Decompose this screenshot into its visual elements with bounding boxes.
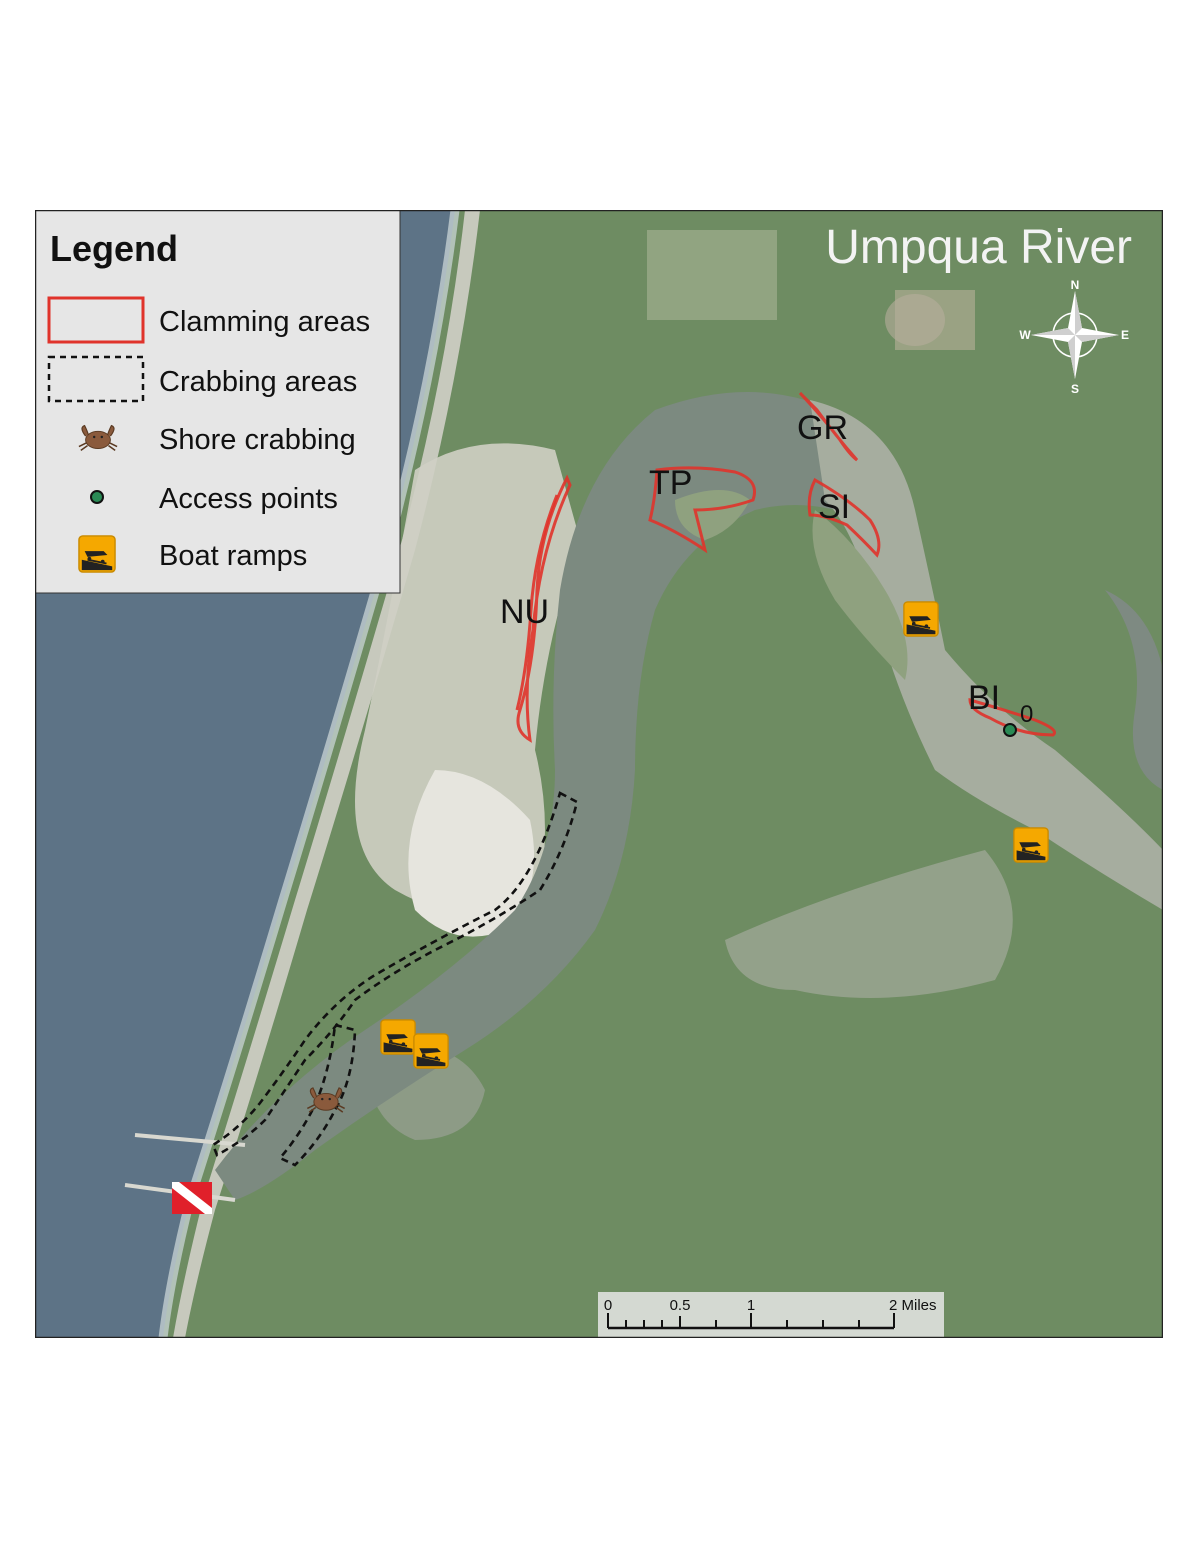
- compass-north: N: [1071, 278, 1080, 292]
- legend-access-point-icon: [90, 490, 104, 504]
- scale-tick-0-5: 0.5: [670, 1297, 691, 1314]
- scale-tick-1: 1: [747, 1297, 755, 1314]
- legend-title: Legend: [50, 228, 178, 269]
- area-label-tp: TP: [649, 464, 692, 502]
- clamming-area-gr: [798, 391, 859, 462]
- island: [675, 490, 750, 540]
- sand-spit: [408, 770, 535, 937]
- dive-flag-icon: [172, 1182, 212, 1214]
- map-title: Umpqua River: [825, 221, 1132, 274]
- legend: Legend Clamming areas Crabbing areas Sho…: [35, 210, 401, 594]
- area-label-gr: GR: [797, 409, 848, 447]
- compass-west: W: [1019, 328, 1031, 342]
- field-patch: [885, 294, 945, 346]
- legend-clamming-label: Clamming areas: [159, 306, 370, 338]
- dunes: [355, 443, 580, 917]
- clamming-area-tp: [648, 466, 756, 554]
- scale-tick-0: 0: [604, 1297, 612, 1314]
- legend-panel: [35, 210, 401, 594]
- crabbing-area-harbor: [277, 1023, 357, 1167]
- map-frame: [35, 210, 1163, 1338]
- legend-crabbing-label: Crabbing areas: [159, 366, 357, 398]
- umpqua-river-map: NU TP GR SI BI 0 Umpqua River N S E W Le…: [35, 210, 1163, 1338]
- scale-tick-2-miles: 2 Miles: [889, 1297, 937, 1314]
- river-channel: [810, 400, 1163, 910]
- compass-east: E: [1121, 328, 1129, 342]
- access-point-icon: [1003, 723, 1017, 737]
- legend-shore-crabbing-label: Shore crabbing: [159, 424, 356, 456]
- clamming-area-bi: [968, 698, 1056, 737]
- crabbing-areas: [211, 791, 579, 1167]
- scale-bar: 0 0.5 1 2 Miles: [598, 1292, 944, 1338]
- access-point-label: 0: [1020, 701, 1033, 728]
- clamming-areas: [515, 391, 1056, 743]
- legend-clamming-symbol: [47, 296, 145, 344]
- boat-ramp-icon: [413, 1033, 449, 1069]
- legend-boat-ramp-icon: [78, 535, 116, 573]
- estuary: [215, 392, 861, 1200]
- clamming-area-nu: [516, 474, 572, 743]
- river-upper: [1105, 590, 1163, 790]
- north-jetty: [134, 1133, 246, 1147]
- field-patch: [647, 230, 777, 320]
- boat-ramp-icon: [903, 601, 939, 637]
- town-area: [725, 850, 1013, 998]
- legend-access-points-label: Access points: [159, 483, 338, 515]
- island: [812, 510, 908, 680]
- clamming-area-si: [807, 477, 881, 558]
- beach-strip: [173, 210, 480, 1338]
- clamming-area-nu-inner: [515, 494, 559, 711]
- legend-crabbing-symbol: [47, 355, 145, 403]
- area-label-si: SI: [818, 488, 850, 526]
- area-label-bi: BI: [968, 679, 1000, 717]
- boat-ramp-icon: [1013, 827, 1049, 863]
- compass-south: S: [1071, 382, 1079, 396]
- boat-ramp-icon: [380, 1019, 416, 1055]
- crabbing-area-main: [211, 791, 579, 1157]
- legend-boat-ramps-label: Boat ramps: [159, 540, 307, 572]
- compass-rose-icon: N S E W: [1019, 278, 1129, 396]
- area-label-nu: NU: [500, 593, 549, 631]
